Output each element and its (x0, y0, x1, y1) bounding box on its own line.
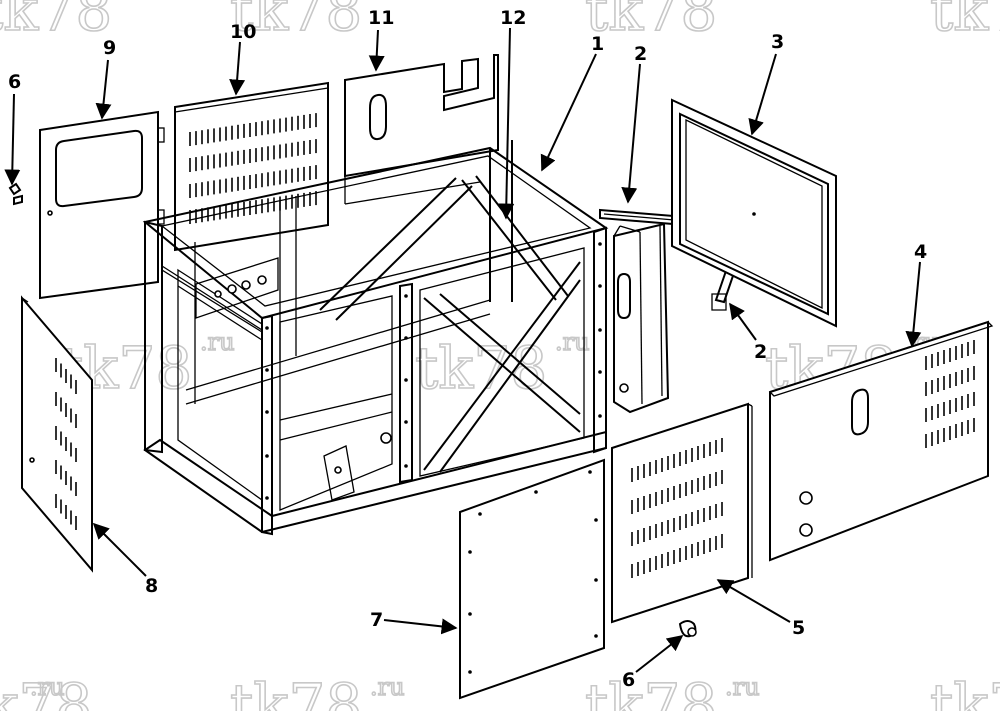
callout-12: 12 (500, 7, 526, 29)
callout-7: 7 (370, 609, 383, 631)
callout-9: 9 (103, 37, 116, 59)
watermark-text: tk78 (230, 0, 362, 44)
callout-2: 2 (754, 341, 767, 363)
end-post-piece (613, 222, 670, 414)
leader-6b (635, 635, 684, 673)
watermark-suffix: .ru (200, 328, 235, 356)
callout-4: 4 (914, 241, 927, 263)
watermark-suffix: .ru (370, 673, 405, 701)
callout-6: 6 (622, 669, 635, 691)
part-3-window-frame (671, 98, 837, 328)
leader-7 (383, 618, 458, 635)
watermark-suffix: .ru (725, 673, 760, 701)
watermark-text: tk78 (585, 0, 717, 44)
leader-2a (621, 63, 641, 204)
watermark-text: tk78 (0, 0, 112, 44)
callout-10: 10 (230, 21, 256, 43)
part-7-plain-panel (459, 458, 605, 700)
frame-assembly (142, 140, 609, 536)
leader-11 (368, 29, 385, 72)
leader-12 (498, 27, 515, 220)
watermark-text: tk78 (930, 671, 1000, 711)
leader-9 (95, 59, 112, 120)
watermark-text: tk78 (930, 0, 1000, 44)
watermark-text: tk78 (585, 671, 717, 711)
leader-10 (229, 41, 246, 96)
callout-5: 5 (792, 617, 805, 639)
leader-2b (729, 302, 757, 341)
callout-11: 11 (368, 7, 394, 29)
watermark-suffix: .ru (30, 673, 65, 701)
callout-3: 3 (771, 31, 784, 53)
part-8-louvered-panel (21, 295, 93, 573)
leader-4 (905, 261, 922, 348)
callout-8: 8 (145, 575, 158, 597)
callout-1: 1 (591, 33, 604, 55)
part-9-door-panel (39, 110, 165, 300)
callout-6: 6 (8, 71, 21, 93)
part-5-louvered-panel (611, 402, 753, 624)
leader-5 (716, 579, 791, 623)
part-11-slotted-panel (344, 54, 499, 205)
leader-6a (4, 93, 21, 186)
leader-8 (92, 522, 147, 577)
leader-3 (748, 53, 777, 136)
leader-1 (540, 53, 597, 172)
part-10-louvered-panel (174, 81, 329, 252)
part-6-latch (8, 182, 697, 638)
watermark-text: tk78 (0, 671, 92, 711)
callout-2: 2 (634, 43, 647, 65)
watermark-text: tk78 (230, 671, 362, 711)
callout-labels: 6 9 10 11 12 1 2 3 4 2 5 7 8 6 (8, 7, 927, 691)
leader-lines (4, 27, 922, 673)
